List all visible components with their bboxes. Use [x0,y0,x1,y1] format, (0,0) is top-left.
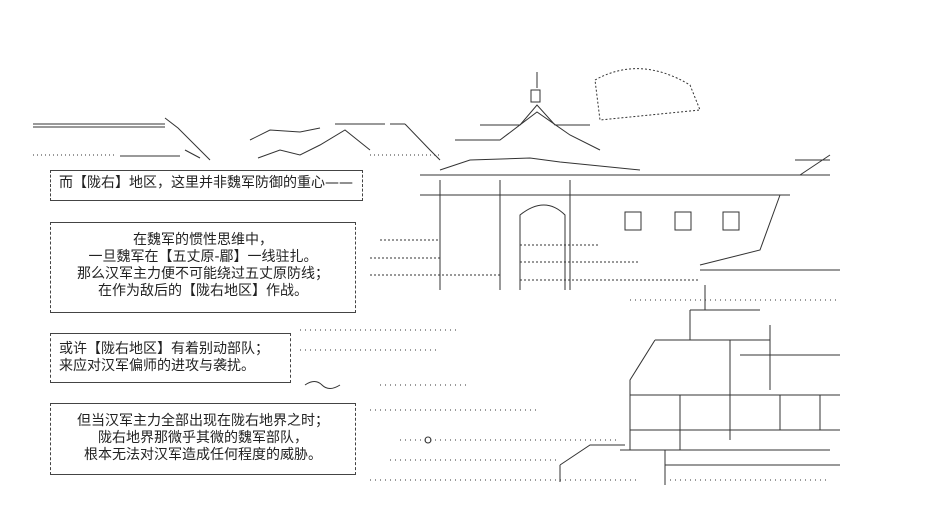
left-mountain-ridge [33,117,441,161]
tree-foliage [370,68,701,281]
panel-4-line-2: 陇右地界那微乎其微的魏军部队， [98,430,308,446]
wave-mark [304,381,341,389]
panel-4-line-1: 但当汉军主力全部出现在陇右地界之时； [77,413,329,429]
panel-2-line-3: 那么汉军主力便不可能绕过五丈原防线； [77,266,329,282]
narration-panel-1: 而【陇右】地区，这里并非魏军防御的重心—— [50,170,363,201]
narration-panel-3: 或许【陇右地区】有着别动部队； 来应对汉军偏师的进攻与袭扰。 [50,333,291,383]
panel-1-line-1: 而【陇右】地区，这里并非魏军防御的重心—— [59,175,353,191]
narration-panel-2: 在魏军的惯性思维中， 一旦魏军在【五丈原-郿】一线驻扎。 那么汉军主力便不可能绕… [50,222,356,313]
castle-tower [420,72,831,290]
castle-wall-lower [559,269,840,485]
panel-4-line-3: 根本无法对汉军造成任何程度的威胁。 [84,447,322,463]
rocky-ground [300,329,830,481]
panel-2-line-2: 一旦魏军在【五丈原-郿】一线驻扎。 [88,249,318,265]
pebble [424,436,432,444]
narration-panel-4: 但当汉军主力全部出现在陇右地界之时； 陇右地界那微乎其微的魏军部队， 根本无法对… [50,403,356,475]
panel-3-line-2: 来应对汉军偏师的进攻与袭扰。 [59,358,255,374]
panel-2-line-1: 在魏军的惯性思维中， [133,232,273,248]
panel-3-line-1: 或许【陇右地区】有着别动部队； [59,341,269,357]
panel-2-line-4: 在作为敌后的【陇右地区】作战。 [98,283,308,299]
